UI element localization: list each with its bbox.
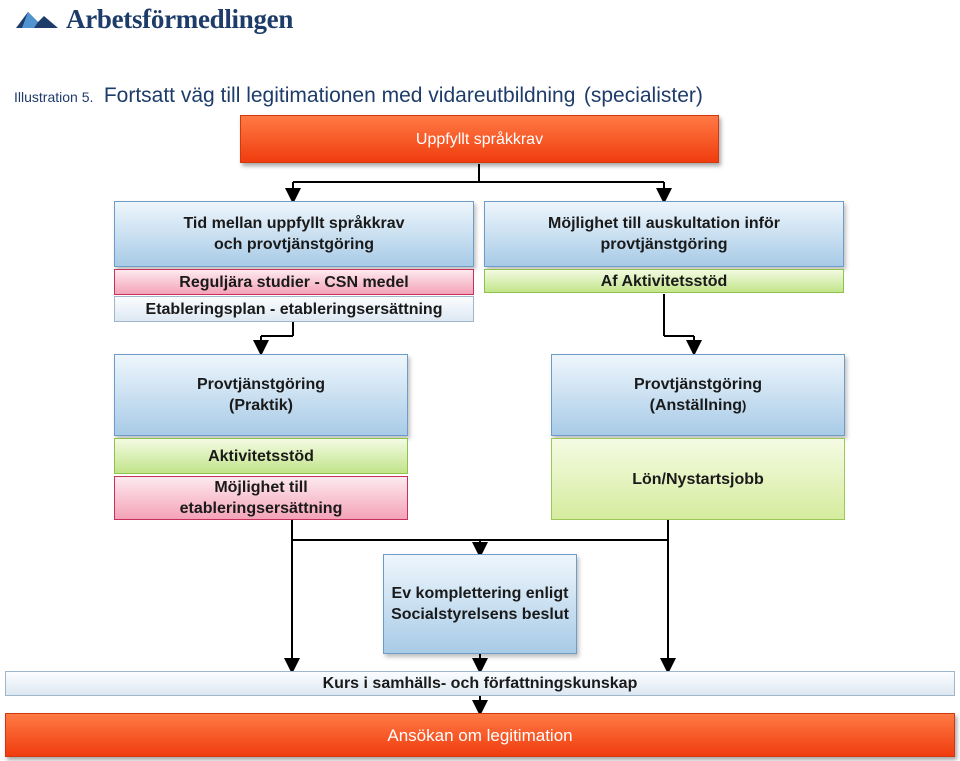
logo-text: Arbetsförmedlingen: [66, 3, 294, 34]
node-provtjanstgoring-praktik: Provtjänstgöring (Praktik): [114, 354, 408, 436]
node-provtjanstgoring-praktik-label: Provtjänstgöring (Praktik): [196, 376, 325, 414]
node-auskultation-label: Möjlighet till auskultation inför provtj…: [548, 215, 780, 253]
node-auskultation: Möjlighet till auskultation inför provtj…: [484, 201, 844, 267]
arbetsformedlingen-logo-icon: [16, 12, 58, 28]
node-provtjanstgoring-anstallning-label: Provtjänstgöring (Anställning): [612, 374, 784, 416]
node-aktivitetsstod-label: Aktivitetsstöd: [208, 447, 314, 465]
node-aktivitetsstod: Aktivitetsstöd: [114, 438, 408, 474]
node-af-aktivitetsstod: Af Aktivitetsstöd: [484, 269, 844, 293]
caption-title: Fortsatt väg till legitimationen med vid…: [103, 84, 576, 107]
node-komplettering-label: Ev komplettering enligt Socialstyrelsens…: [391, 585, 569, 623]
node-mojlighet-etablering-label: Möjlighet till etableringsersättning: [179, 479, 343, 517]
node-tid-mellan: Tid mellan uppfyllt språkkrav och provtj…: [114, 201, 474, 267]
node-provtjanstgoring-anstallning: Provtjänstgöring (Anställning): [551, 354, 845, 436]
node-ansokan-label: Ansökan om legitimation: [387, 725, 573, 745]
figure-caption: Illustration 5. Fortsatt väg till legiti…: [14, 84, 703, 108]
node-kurs: Kurs i samhälls- och författningskunskap: [5, 671, 955, 696]
node-etableringsplan: Etableringsplan - etableringsersättning: [114, 296, 474, 322]
node-af-aktivitetsstod-label: Af Aktivitetsstöd: [600, 272, 728, 290]
logo: Arbetsförmedlingen: [14, 4, 293, 34]
node-ansokan: Ansökan om legitimation: [5, 713, 955, 757]
node-etableringsplan-label: Etableringsplan - etableringsersättning: [145, 300, 443, 318]
node-lon-nystartsjobb-label: Lön/Nystartsjobb: [632, 470, 764, 488]
node-tid-mellan-label: Tid mellan uppfyllt språkkrav och provtj…: [183, 215, 405, 253]
node-kurs-label: Kurs i samhälls- och författningskunskap: [322, 675, 638, 692]
node-uppfyllt-sprakkrav-label: Uppfyllt språkkrav: [415, 130, 544, 148]
caption-label: Illustration 5.: [14, 89, 94, 105]
node-komplettering: Ev komplettering enligt Socialstyrelsens…: [383, 554, 577, 654]
caption-subtitle: (specialister): [583, 84, 703, 107]
node-reguljara-studier: Reguljära studier - CSN medel: [114, 269, 474, 295]
node-lon-nystartsjobb: Lön/Nystartsjobb: [551, 438, 845, 520]
node-reguljara-studier-label: Reguljära studier - CSN medel: [179, 273, 409, 291]
anstallning-label-main: Provtjänstgöring (Anställning: [633, 376, 762, 414]
anstallning-label-paren: ): [742, 398, 747, 413]
node-uppfyllt-sprakkrav: Uppfyllt språkkrav: [240, 115, 719, 163]
node-mojlighet-etablering: Möjlighet till etableringsersättning: [114, 476, 408, 520]
